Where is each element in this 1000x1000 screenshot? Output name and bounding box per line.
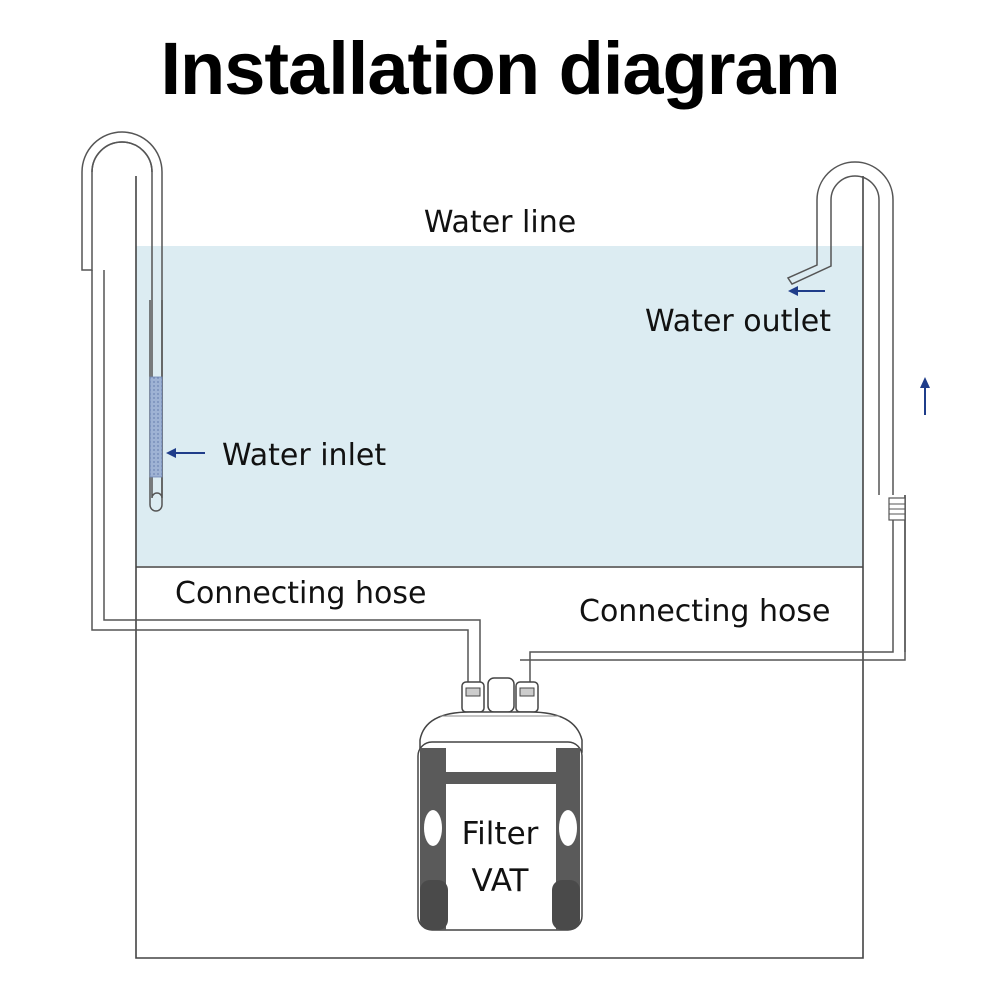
inlet-flow-arrow <box>166 448 205 458</box>
water-outlet-label: Water outlet <box>645 304 831 339</box>
outlet-flow-arrow <box>788 286 825 296</box>
filter-label-line1: Filter <box>462 816 539 852</box>
tank-water <box>136 246 863 566</box>
intake-pipe <box>81 131 481 690</box>
filter-canister <box>417 677 583 931</box>
upward-flow-arrow <box>920 377 930 415</box>
filter-handle <box>487 677 515 713</box>
cabinet-outline <box>135 567 864 959</box>
filter-inlet-fitting <box>461 681 485 713</box>
water-inlet-label: Water inlet <box>222 438 386 473</box>
connecting-hose-left-label: Connecting hose <box>175 576 426 611</box>
filter-outlet-fitting <box>515 681 539 713</box>
intake-strainer <box>149 376 163 478</box>
outlet-pipe <box>520 161 906 690</box>
water-line-label: Water line <box>424 205 576 240</box>
diagram-title: Installation diagram <box>160 27 839 110</box>
filter-label-line2: VAT <box>472 863 530 899</box>
connecting-hose-right-label: Connecting hose <box>579 594 830 629</box>
